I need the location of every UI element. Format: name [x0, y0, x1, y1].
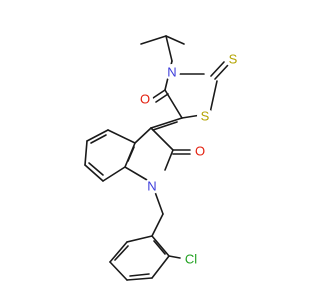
svg-text:N: N	[147, 179, 156, 194]
svg-text:Cl: Cl	[185, 252, 197, 267]
atom-label-s-ring: S	[197, 108, 213, 124]
molecule-structure: S N O S O N Cl	[84, 35, 241, 281]
svg-text:S: S	[201, 109, 210, 124]
svg-text:O: O	[195, 144, 205, 159]
bond-lines	[84, 35, 229, 281]
svg-text:O: O	[140, 92, 150, 107]
svg-text:S: S	[229, 52, 238, 67]
atom-label-cl: Cl	[181, 249, 201, 269]
svg-text:N: N	[167, 65, 176, 80]
atom-label-o-indolinone: O	[192, 143, 208, 159]
atom-label-n-indolinone: N	[144, 178, 160, 194]
atom-label-s-thione: S	[225, 51, 241, 67]
atom-label-n-thiazolidine: N	[164, 64, 180, 80]
atom-label-o-thiazolidine: O	[137, 91, 153, 107]
